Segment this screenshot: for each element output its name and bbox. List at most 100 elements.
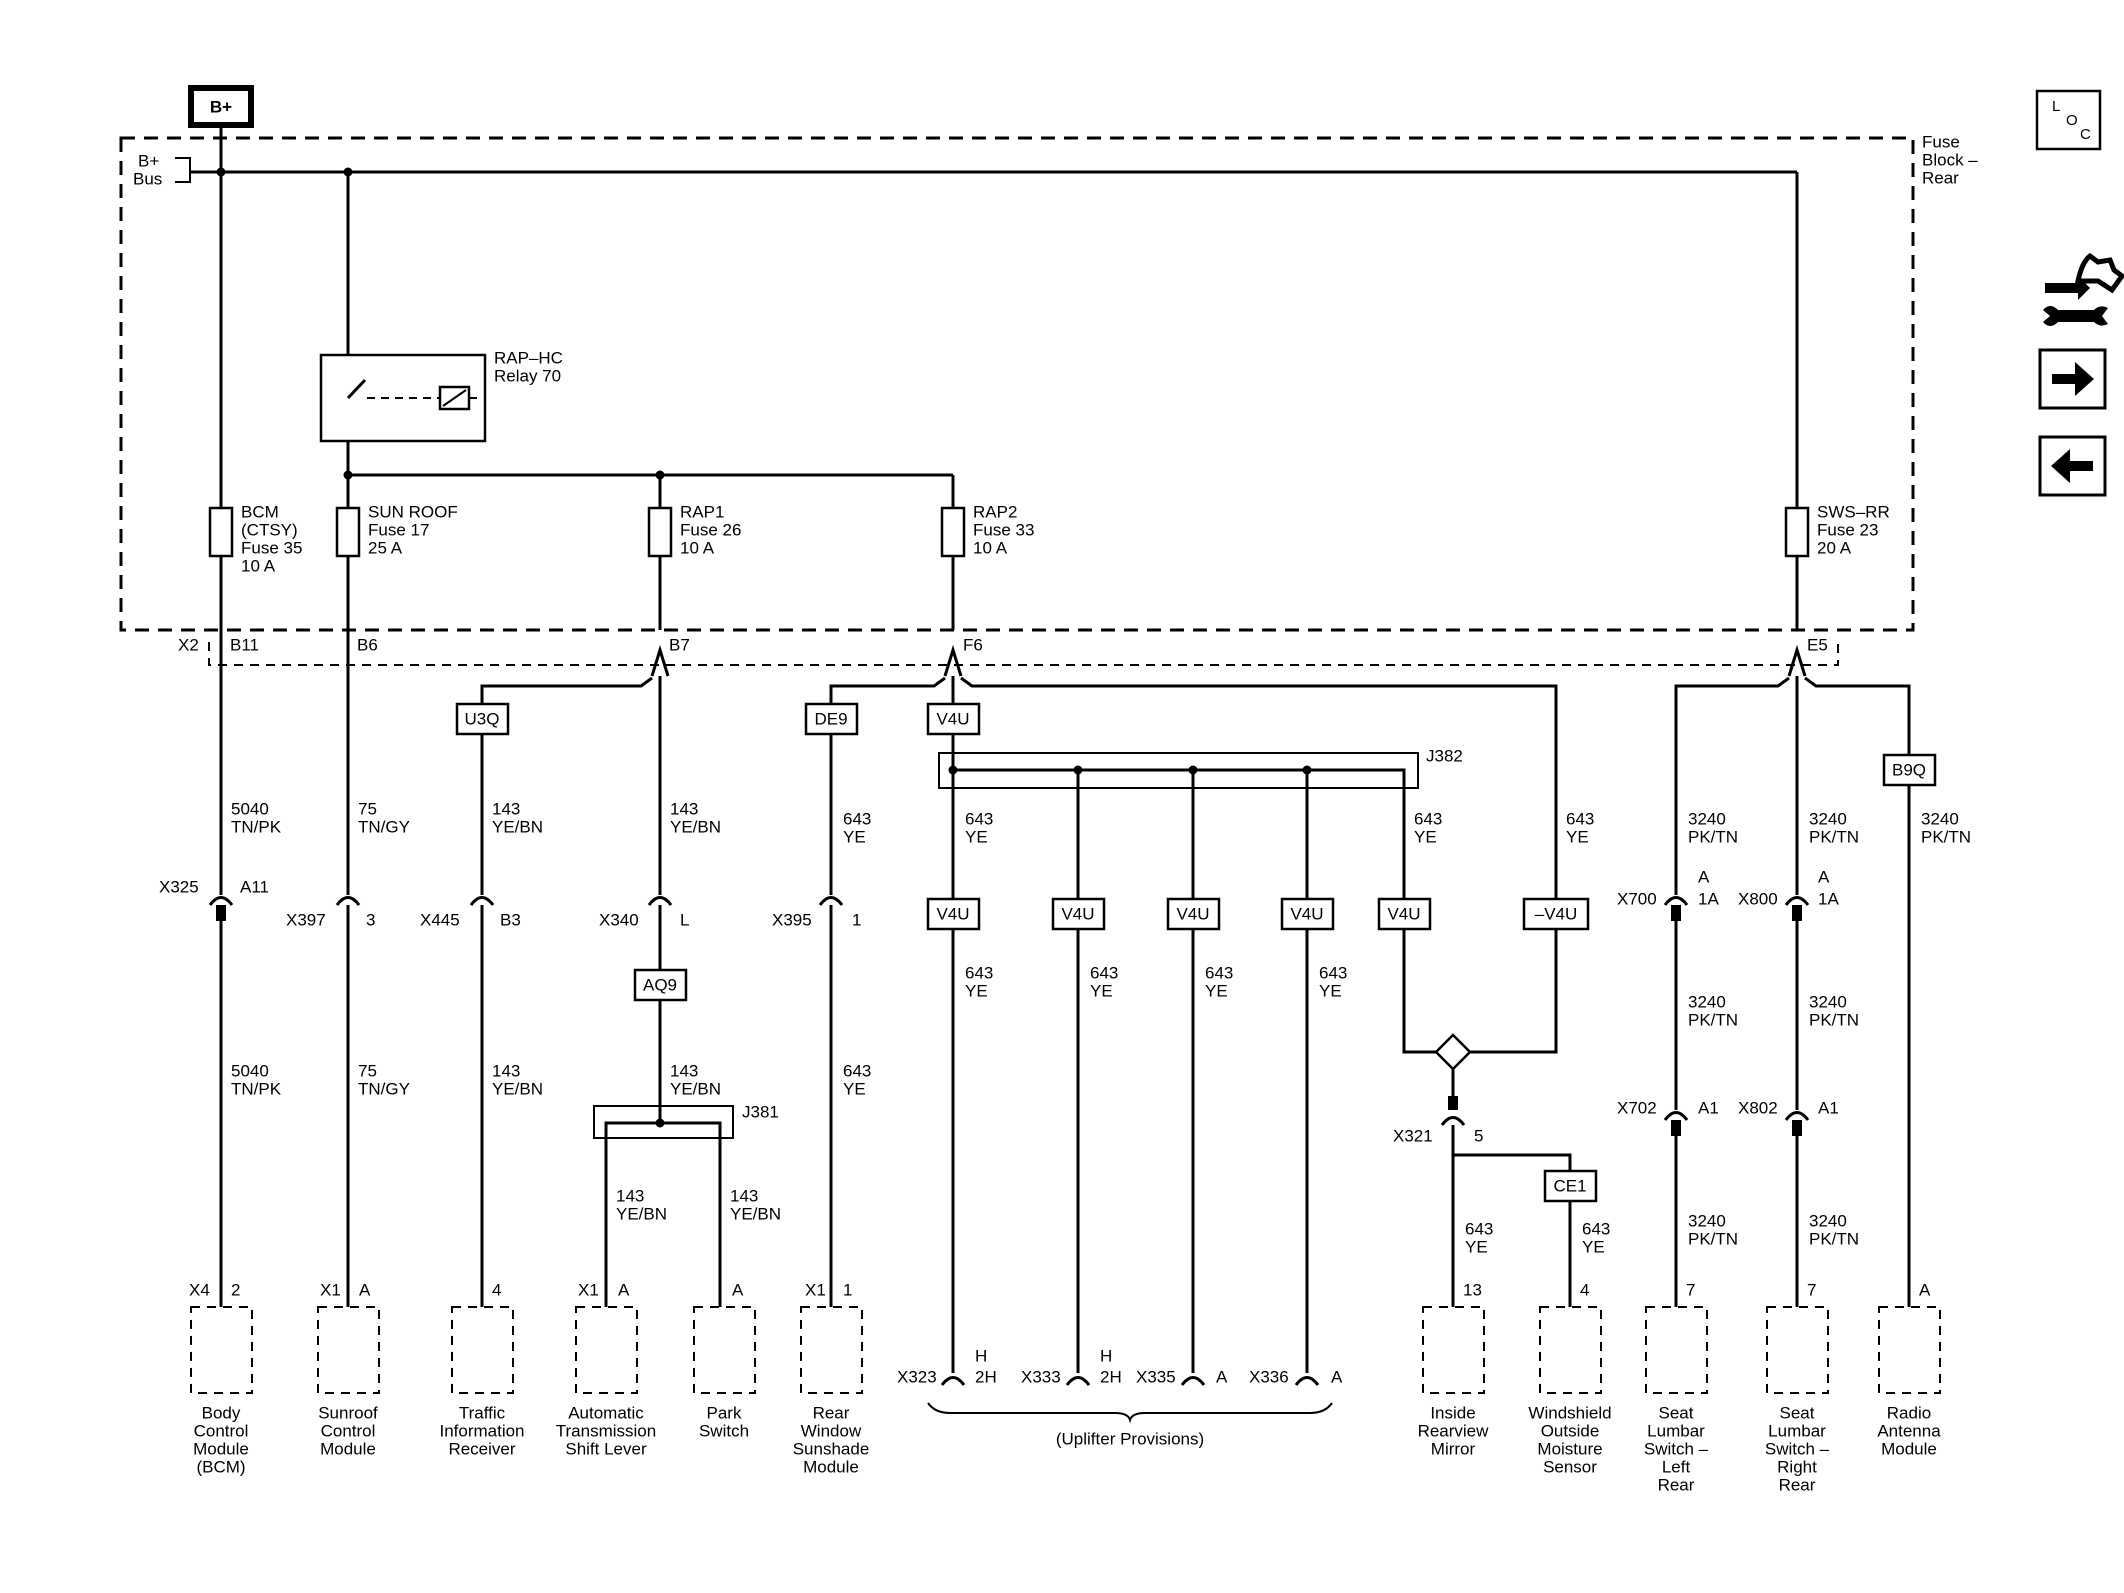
fuse-label-bcm: BCM (CTSY) Fuse 35 10 A xyxy=(241,502,302,575)
wire-circuit-label: 143 xyxy=(670,1061,698,1080)
wire-circuit-label: 643 xyxy=(1566,809,1594,828)
module-name-line: Sunshade xyxy=(793,1439,870,1458)
module-name-line: Control xyxy=(194,1421,249,1440)
option-box-aq9 xyxy=(633,968,688,1002)
option-label: V4U xyxy=(1387,904,1420,923)
fuse-block-title: Fuse Block – Rear xyxy=(1922,132,1978,187)
wire-color-label: PK/TN xyxy=(1688,1010,1738,1029)
fuse-label-rap2: RAP2 Fuse 33 10 A xyxy=(973,502,1034,557)
wire-color-label: YE/BN xyxy=(616,1204,667,1223)
battery-positive-label: B+ xyxy=(210,97,232,116)
module-name-line: Body xyxy=(202,1403,241,1422)
uplifter-label: (Uplifter Provisions) xyxy=(1056,1429,1204,1448)
connector-pin-label: 1A xyxy=(1698,889,1719,908)
module-pin-label: 2 xyxy=(231,1280,240,1299)
tools-button[interactable] xyxy=(2043,252,2124,326)
next-page-button[interactable] xyxy=(2038,348,2107,410)
wire-circuit-label: 143 xyxy=(492,799,520,818)
module-connector-label: X1 xyxy=(805,1280,826,1299)
relay-70 xyxy=(319,353,487,443)
fuse-label-sws-rr: SWS–RR Fuse 23 20 A xyxy=(1817,502,1890,557)
wire-color-label: YE xyxy=(1319,981,1342,1000)
module-name-line: Rear xyxy=(1779,1475,1816,1494)
wire-circuit-label: 643 xyxy=(1465,1219,1493,1238)
module-pin-label: 1 xyxy=(843,1280,852,1299)
module-connector-label: X1 xyxy=(578,1280,599,1299)
module-name-line: Rearview xyxy=(1418,1421,1490,1440)
wire-color-label: YE xyxy=(1090,981,1113,1000)
fuse-label-line: 10 A xyxy=(973,538,1008,557)
wrench-arrows-icon xyxy=(2043,252,2124,326)
option-box-de9 xyxy=(804,702,859,736)
loc-button[interactable]: L O C xyxy=(2035,89,2102,151)
connector-pin-label: 1 xyxy=(852,910,861,929)
fuse-label-line: 10 A xyxy=(680,538,715,557)
module-name-line: Switch xyxy=(699,1421,749,1440)
fuse-block-enclosure xyxy=(119,136,1915,632)
wire-color-label: YE xyxy=(843,827,866,846)
module-name-line: Switch – xyxy=(1644,1439,1709,1458)
loc-icon xyxy=(2035,89,2102,151)
wire-circuit-label: 643 xyxy=(1090,963,1118,982)
wire-circuit-label: 643 xyxy=(1319,963,1347,982)
module-pin-label: 4 xyxy=(492,1280,501,1299)
module-name-line: Left xyxy=(1662,1457,1691,1476)
option-label: U3Q xyxy=(465,709,500,728)
connector-pin-label: A xyxy=(1698,867,1710,886)
wire-circuit-label: 643 xyxy=(1582,1219,1610,1238)
wire-circuit-label: 3240 xyxy=(1921,809,1959,828)
wire-color-label: TN/PK xyxy=(231,1079,282,1098)
bus-label-line: Bus xyxy=(133,169,162,188)
connector-label: X323 xyxy=(897,1367,937,1386)
option-label: V4U xyxy=(936,904,969,923)
connector-label: X336 xyxy=(1249,1367,1289,1386)
x2-pin-label: B7 xyxy=(669,635,690,654)
option-box-ce1 xyxy=(1543,1169,1598,1203)
wire-color-label: YE xyxy=(1566,827,1589,846)
x2-connector-band xyxy=(208,642,1839,666)
connector-x325 xyxy=(208,896,234,906)
previous-page-button[interactable] xyxy=(2038,435,2107,497)
connector-label: X445 xyxy=(420,910,460,929)
fuse-label-sunroof: SUN ROOF Fuse 17 25 A xyxy=(368,502,458,557)
wire-circuit-label: 3240 xyxy=(1688,992,1726,1011)
wire-circuit-label: 75 xyxy=(358,799,377,818)
option-box-v4u xyxy=(1166,897,1221,931)
splice-j382 xyxy=(938,752,1419,789)
module-name-line: (BCM) xyxy=(196,1457,245,1476)
module-connector-label: X1 xyxy=(320,1280,341,1299)
option-label: V4U xyxy=(1061,904,1094,923)
connector-x397 xyxy=(335,896,361,906)
module-name-line: Seat xyxy=(1780,1403,1815,1422)
fuse-rap2 xyxy=(940,506,966,558)
module-name-line: Moisture xyxy=(1537,1439,1602,1458)
connector-label: X702 xyxy=(1617,1098,1657,1117)
module-name-line: Control xyxy=(321,1421,376,1440)
module-pin-label: A xyxy=(359,1280,371,1299)
wire-circuit-label: 643 xyxy=(843,809,871,828)
module-box-park-switch xyxy=(693,1306,756,1394)
wire-circuit-label: 75 xyxy=(358,1061,377,1080)
module-name-line: Traffic xyxy=(459,1403,506,1422)
option-label: CE1 xyxy=(1553,1176,1586,1195)
fuse-label-line: Fuse 23 xyxy=(1817,520,1878,539)
connector-x335 xyxy=(1180,1376,1206,1386)
connector-pin-label: A11 xyxy=(240,877,269,896)
connector-pin-label: A1 xyxy=(1818,1098,1839,1117)
module-name-line: Sensor xyxy=(1543,1457,1597,1476)
module-box-antenna xyxy=(1878,1306,1941,1394)
fuse-label-line: 10 A xyxy=(241,556,276,575)
module-name-line: Antenna xyxy=(1877,1421,1941,1440)
wire-color-label: PK/TN xyxy=(1688,827,1738,846)
wire-circuit-label: 643 xyxy=(965,809,993,828)
module-name-line: Rear xyxy=(813,1403,850,1422)
module-name-line: Switch – xyxy=(1765,1439,1830,1458)
option-label: –V4U xyxy=(1535,904,1578,923)
fuse-label-rap1: RAP1 Fuse 26 10 A xyxy=(680,502,741,557)
connector-x800 xyxy=(1784,896,1810,906)
fuse-label-line: SWS–RR xyxy=(1817,502,1890,521)
wire-circuit-label: 3240 xyxy=(1688,1211,1726,1230)
option-label: V4U xyxy=(1290,904,1323,923)
connector-pin-label: A xyxy=(1818,867,1830,886)
connector-pin-label: A1 xyxy=(1698,1098,1719,1117)
